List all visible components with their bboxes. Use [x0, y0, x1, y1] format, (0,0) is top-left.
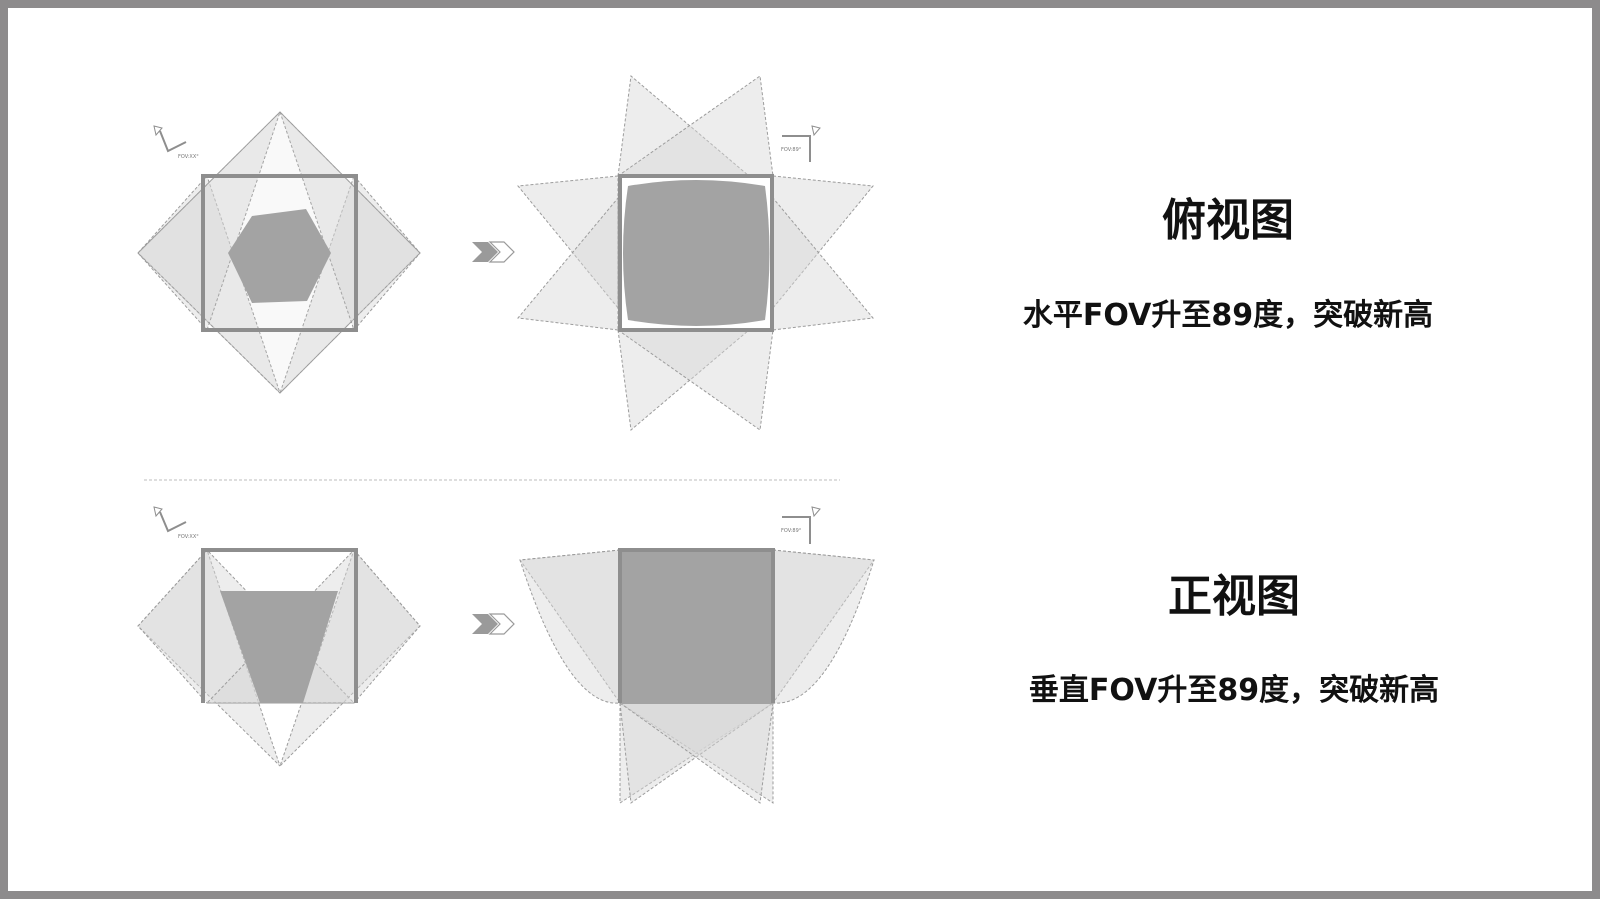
top-before-overlap	[228, 209, 331, 303]
front-view-subtitle: 垂直FOV升至89度，突破新高	[1028, 673, 1440, 708]
top-view-title: 俯视图	[1162, 195, 1294, 246]
front-after-room	[618, 548, 775, 703]
double-chevron-right-icon	[472, 241, 515, 263]
top-before-fov-3	[137, 111, 281, 331]
front-view-title: 正视图	[1168, 571, 1300, 622]
top-after-overlap	[623, 180, 770, 326]
front-after-overlap	[622, 552, 772, 704]
top-before-fov-4	[279, 111, 421, 331]
fov-comparison-diagram: .fov { fill: #d6d6d6; fill-opacity: 0.45…	[137, 75, 875, 804]
top-after-fov-right-up	[772, 175, 874, 310]
top-view-after: FOV:89°	[517, 75, 874, 431]
front-view-before: FOV:XX°	[137, 506, 421, 767]
front-after-fov-left-arc	[519, 549, 621, 704]
top-after-fov-left-up	[517, 175, 619, 310]
top-after-fov-label: FOV:89°	[781, 147, 802, 153]
top-before-room	[201, 174, 358, 332]
top-view-subtitle: 水平FOV升至89度，突破新高	[1022, 298, 1434, 333]
top-before-camera-icon: FOV:XX°	[153, 125, 199, 160]
front-view-after: FOV:89°	[519, 506, 875, 804]
double-chevron-right-icon	[472, 613, 515, 635]
front-after-fov-label: FOV:89°	[781, 528, 802, 534]
front-before-fov-label: FOV:XX°	[178, 534, 199, 540]
front-after-fov-bottom-right	[618, 702, 774, 804]
front-after-camera-icon: FOV:89°	[781, 506, 821, 544]
top-after-camera-icon: FOV:89°	[781, 125, 821, 162]
front-before-overlap	[220, 591, 338, 703]
top-before-fov-label: FOV:XX°	[178, 154, 199, 160]
top-after-room	[618, 174, 774, 332]
front-before-room	[201, 548, 358, 703]
front-before-camera-icon: FOV:XX°	[153, 506, 199, 540]
front-after-fov-right-arc	[772, 549, 875, 704]
slide: .fov { fill: #d6d6d6; fill-opacity: 0.45…	[8, 8, 1592, 891]
top-view-before: FOV:XX°	[137, 111, 421, 394]
